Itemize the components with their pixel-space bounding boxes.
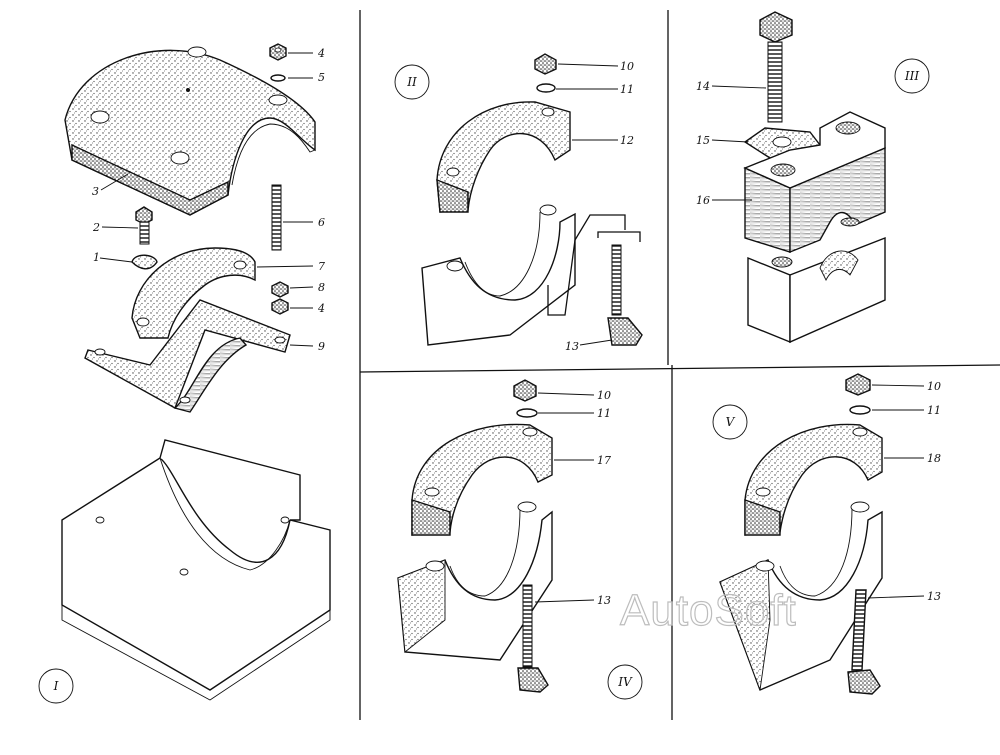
leader-lines-panel-I — [99, 52, 314, 347]
callout-label: 10 — [927, 380, 941, 393]
housing-part — [61, 439, 331, 701]
callout-label: 9 — [318, 340, 325, 353]
half-liner-part — [131, 247, 256, 339]
panel-label-II: II — [406, 75, 417, 89]
panel-label-I: I — [53, 679, 59, 693]
panel-badge — [394, 64, 430, 100]
nut-part — [271, 281, 289, 298]
watermark-text: AutoSoft — [620, 586, 797, 635]
lower-liner-part — [397, 501, 553, 661]
callout-label: 14 — [696, 80, 710, 93]
liner-half-part — [436, 101, 571, 213]
leader-lines-panel-IV — [534, 392, 595, 603]
support-block-part — [747, 217, 886, 344]
panel-dividers — [359, 10, 1000, 720]
shim-part — [547, 214, 626, 316]
callout-label: 3 — [92, 185, 99, 198]
stud-part — [271, 184, 282, 251]
panel-IV — [397, 379, 643, 700]
callout-label: 13 — [927, 590, 941, 603]
callout-label: 12 — [620, 134, 634, 147]
lower-liner-part — [421, 204, 576, 346]
callout-label: 13 — [597, 594, 611, 607]
lower-liner-part — [719, 501, 883, 691]
callout-label: 15 — [696, 134, 710, 147]
callout-label: 7 — [318, 260, 325, 273]
nut-part — [845, 373, 871, 396]
panel-badge — [607, 664, 643, 700]
panel-III — [711, 11, 930, 344]
callout-label: 11 — [597, 407, 611, 420]
callout-label: 4 — [317, 302, 325, 315]
washer-part — [270, 74, 286, 82]
callout-numbers: 1 2 3 4 5 6 7 8 4 9 10 11 12 13 14 15 16… — [92, 47, 941, 607]
callout-label: 17 — [597, 454, 611, 467]
washer-part — [849, 405, 871, 415]
callout-label: 1 — [93, 251, 100, 264]
lock-washer-part — [131, 254, 158, 270]
retainer-plate-part — [84, 299, 291, 413]
wooden-block-part — [743, 111, 886, 254]
bolt-part — [847, 589, 881, 695]
bolt-part — [517, 584, 549, 693]
callout-label: 11 — [927, 404, 941, 417]
panel-II — [394, 53, 643, 346]
nut-part — [269, 43, 287, 61]
liner-half-part — [744, 423, 883, 536]
panel-I — [61, 43, 331, 701]
bolt-part — [135, 206, 153, 245]
nut-part — [513, 379, 537, 402]
panel-V — [712, 373, 925, 695]
callout-label: 4 — [317, 47, 325, 60]
shim-part — [597, 231, 641, 242]
nut-part — [271, 298, 289, 315]
leader-lines-panel-III — [711, 85, 767, 201]
callout-label: 13 — [565, 340, 579, 353]
callout-label: 18 — [927, 452, 941, 465]
leader-lines-panel-II — [556, 63, 619, 346]
callout-label: 10 — [620, 60, 634, 73]
panel-badge — [894, 58, 930, 94]
panel-badge — [712, 404, 748, 440]
washer-part — [516, 408, 538, 418]
callout-label: 8 — [318, 281, 325, 294]
callout-label: 5 — [318, 71, 325, 84]
panel-label-V: V — [726, 415, 736, 429]
panel-badge — [38, 668, 74, 704]
washer-part — [536, 83, 556, 93]
callout-label: 16 — [696, 194, 710, 207]
liner-half-part — [411, 423, 553, 536]
callout-label: 10 — [597, 389, 611, 402]
leader-lines-panel-V — [867, 384, 925, 599]
callout-label: 11 — [620, 83, 634, 96]
callout-label: 2 — [92, 221, 100, 234]
bolt-part — [759, 11, 793, 123]
panel-label-IV: IV — [617, 675, 633, 689]
nut-part — [534, 53, 557, 75]
callout-label: 6 — [318, 216, 325, 229]
bolt-part — [607, 244, 643, 346]
panel-label-III: III — [904, 69, 919, 83]
